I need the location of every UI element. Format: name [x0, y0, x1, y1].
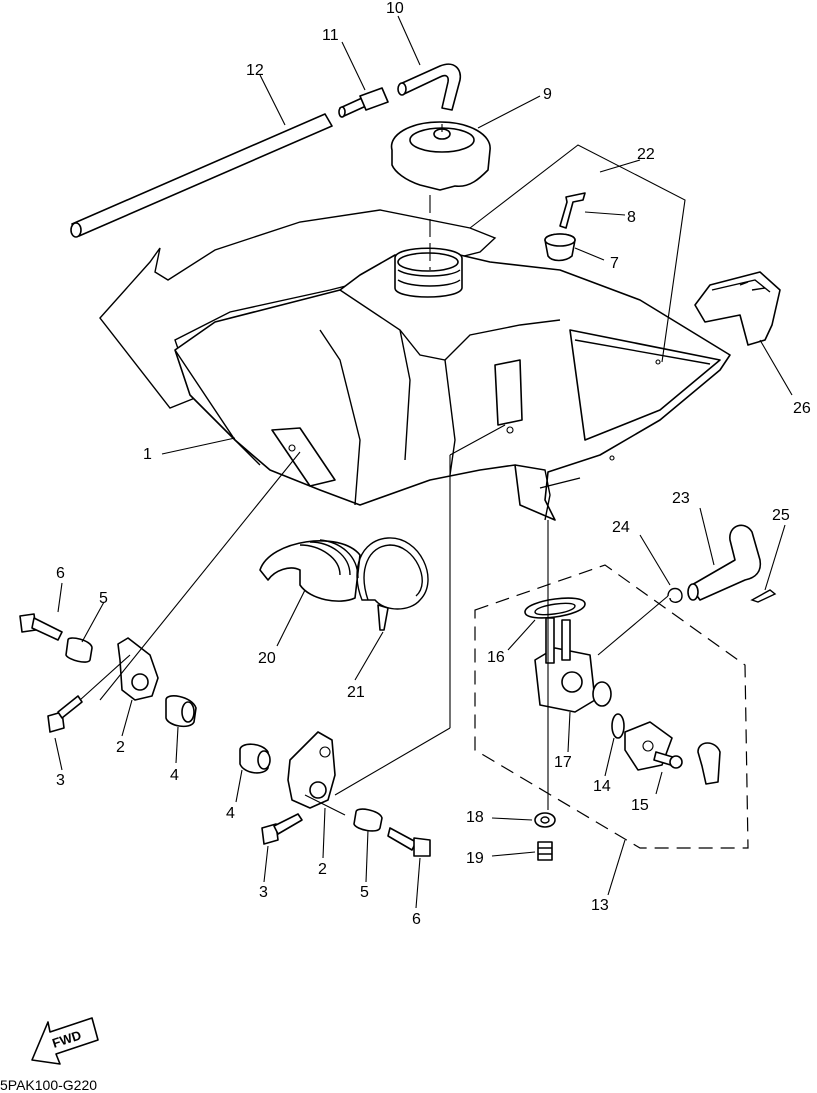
callout-24: 24 — [612, 519, 630, 536]
callout-12: 12 — [246, 62, 264, 79]
collar-5-right — [353, 808, 383, 832]
callout-22: 22 — [637, 146, 655, 163]
callout-13: 13 — [591, 897, 609, 914]
collar-5-left — [65, 637, 93, 663]
callout-11: 11 — [322, 27, 339, 44]
diagram-code: 5PAK100-G220 — [0, 1077, 97, 1093]
clip-25 — [750, 589, 777, 603]
band-21 — [356, 537, 429, 631]
overflow-pipe — [70, 113, 333, 238]
callout-3: 3 — [56, 772, 65, 789]
bolt-3-left — [47, 695, 83, 733]
bracket-left — [117, 637, 159, 701]
bolt-6-right — [387, 827, 431, 857]
bolt-6-left — [19, 613, 63, 641]
callout-18: 18 — [466, 809, 484, 826]
breather-joint — [338, 87, 389, 118]
fuel-cap — [390, 121, 491, 191]
callout-2: 2 — [116, 739, 125, 756]
callout-16: 16 — [487, 649, 505, 666]
callout-5: 5 — [99, 590, 108, 607]
fuel-tank — [174, 247, 731, 521]
callout-26: 26 — [793, 400, 811, 417]
callout-10: 10 — [386, 0, 404, 17]
bolt-3-right — [261, 813, 303, 845]
callout-25: 25 — [772, 507, 790, 524]
callout-15: 15 — [631, 797, 649, 814]
fuel-hose-23 — [687, 524, 762, 601]
breather-hose — [397, 63, 462, 111]
bracket-right — [287, 731, 336, 809]
clip-24 — [667, 587, 683, 603]
callout-6: 6 — [56, 565, 65, 582]
leader-lines — [54, 15, 793, 909]
damper-20 — [259, 539, 361, 602]
damper-4-right — [239, 743, 271, 774]
callout-21: 21 — [347, 684, 365, 701]
callout-4: 4 — [170, 767, 179, 784]
callout-3: 3 — [259, 884, 268, 901]
damper-4-left — [165, 695, 197, 728]
callout-17: 17 — [554, 754, 572, 771]
fwd-arrow-icon: FWD — [31, 1017, 99, 1065]
callout-14: 14 — [593, 778, 611, 795]
cover-clip — [694, 271, 781, 346]
callout-19: 19 — [466, 850, 484, 867]
collar — [544, 233, 576, 262]
callout-2: 2 — [318, 861, 327, 878]
callout-23: 23 — [672, 490, 690, 507]
fuel-cock-assembly — [474, 564, 749, 861]
callout-7: 7 — [610, 255, 619, 272]
callout-8: 8 — [627, 209, 636, 226]
callout-6: 6 — [412, 911, 421, 928]
callout-20: 20 — [258, 650, 276, 667]
screw — [559, 192, 586, 229]
callout-4: 4 — [226, 805, 235, 822]
callout-5: 5 — [360, 884, 369, 901]
callout-labels: 1 2 2 3 3 4 4 5 5 6 6 7 8 9 10 11 12 13 … — [56, 0, 811, 928]
callout-9: 9 — [543, 86, 552, 103]
callout-1: 1 — [143, 446, 152, 463]
